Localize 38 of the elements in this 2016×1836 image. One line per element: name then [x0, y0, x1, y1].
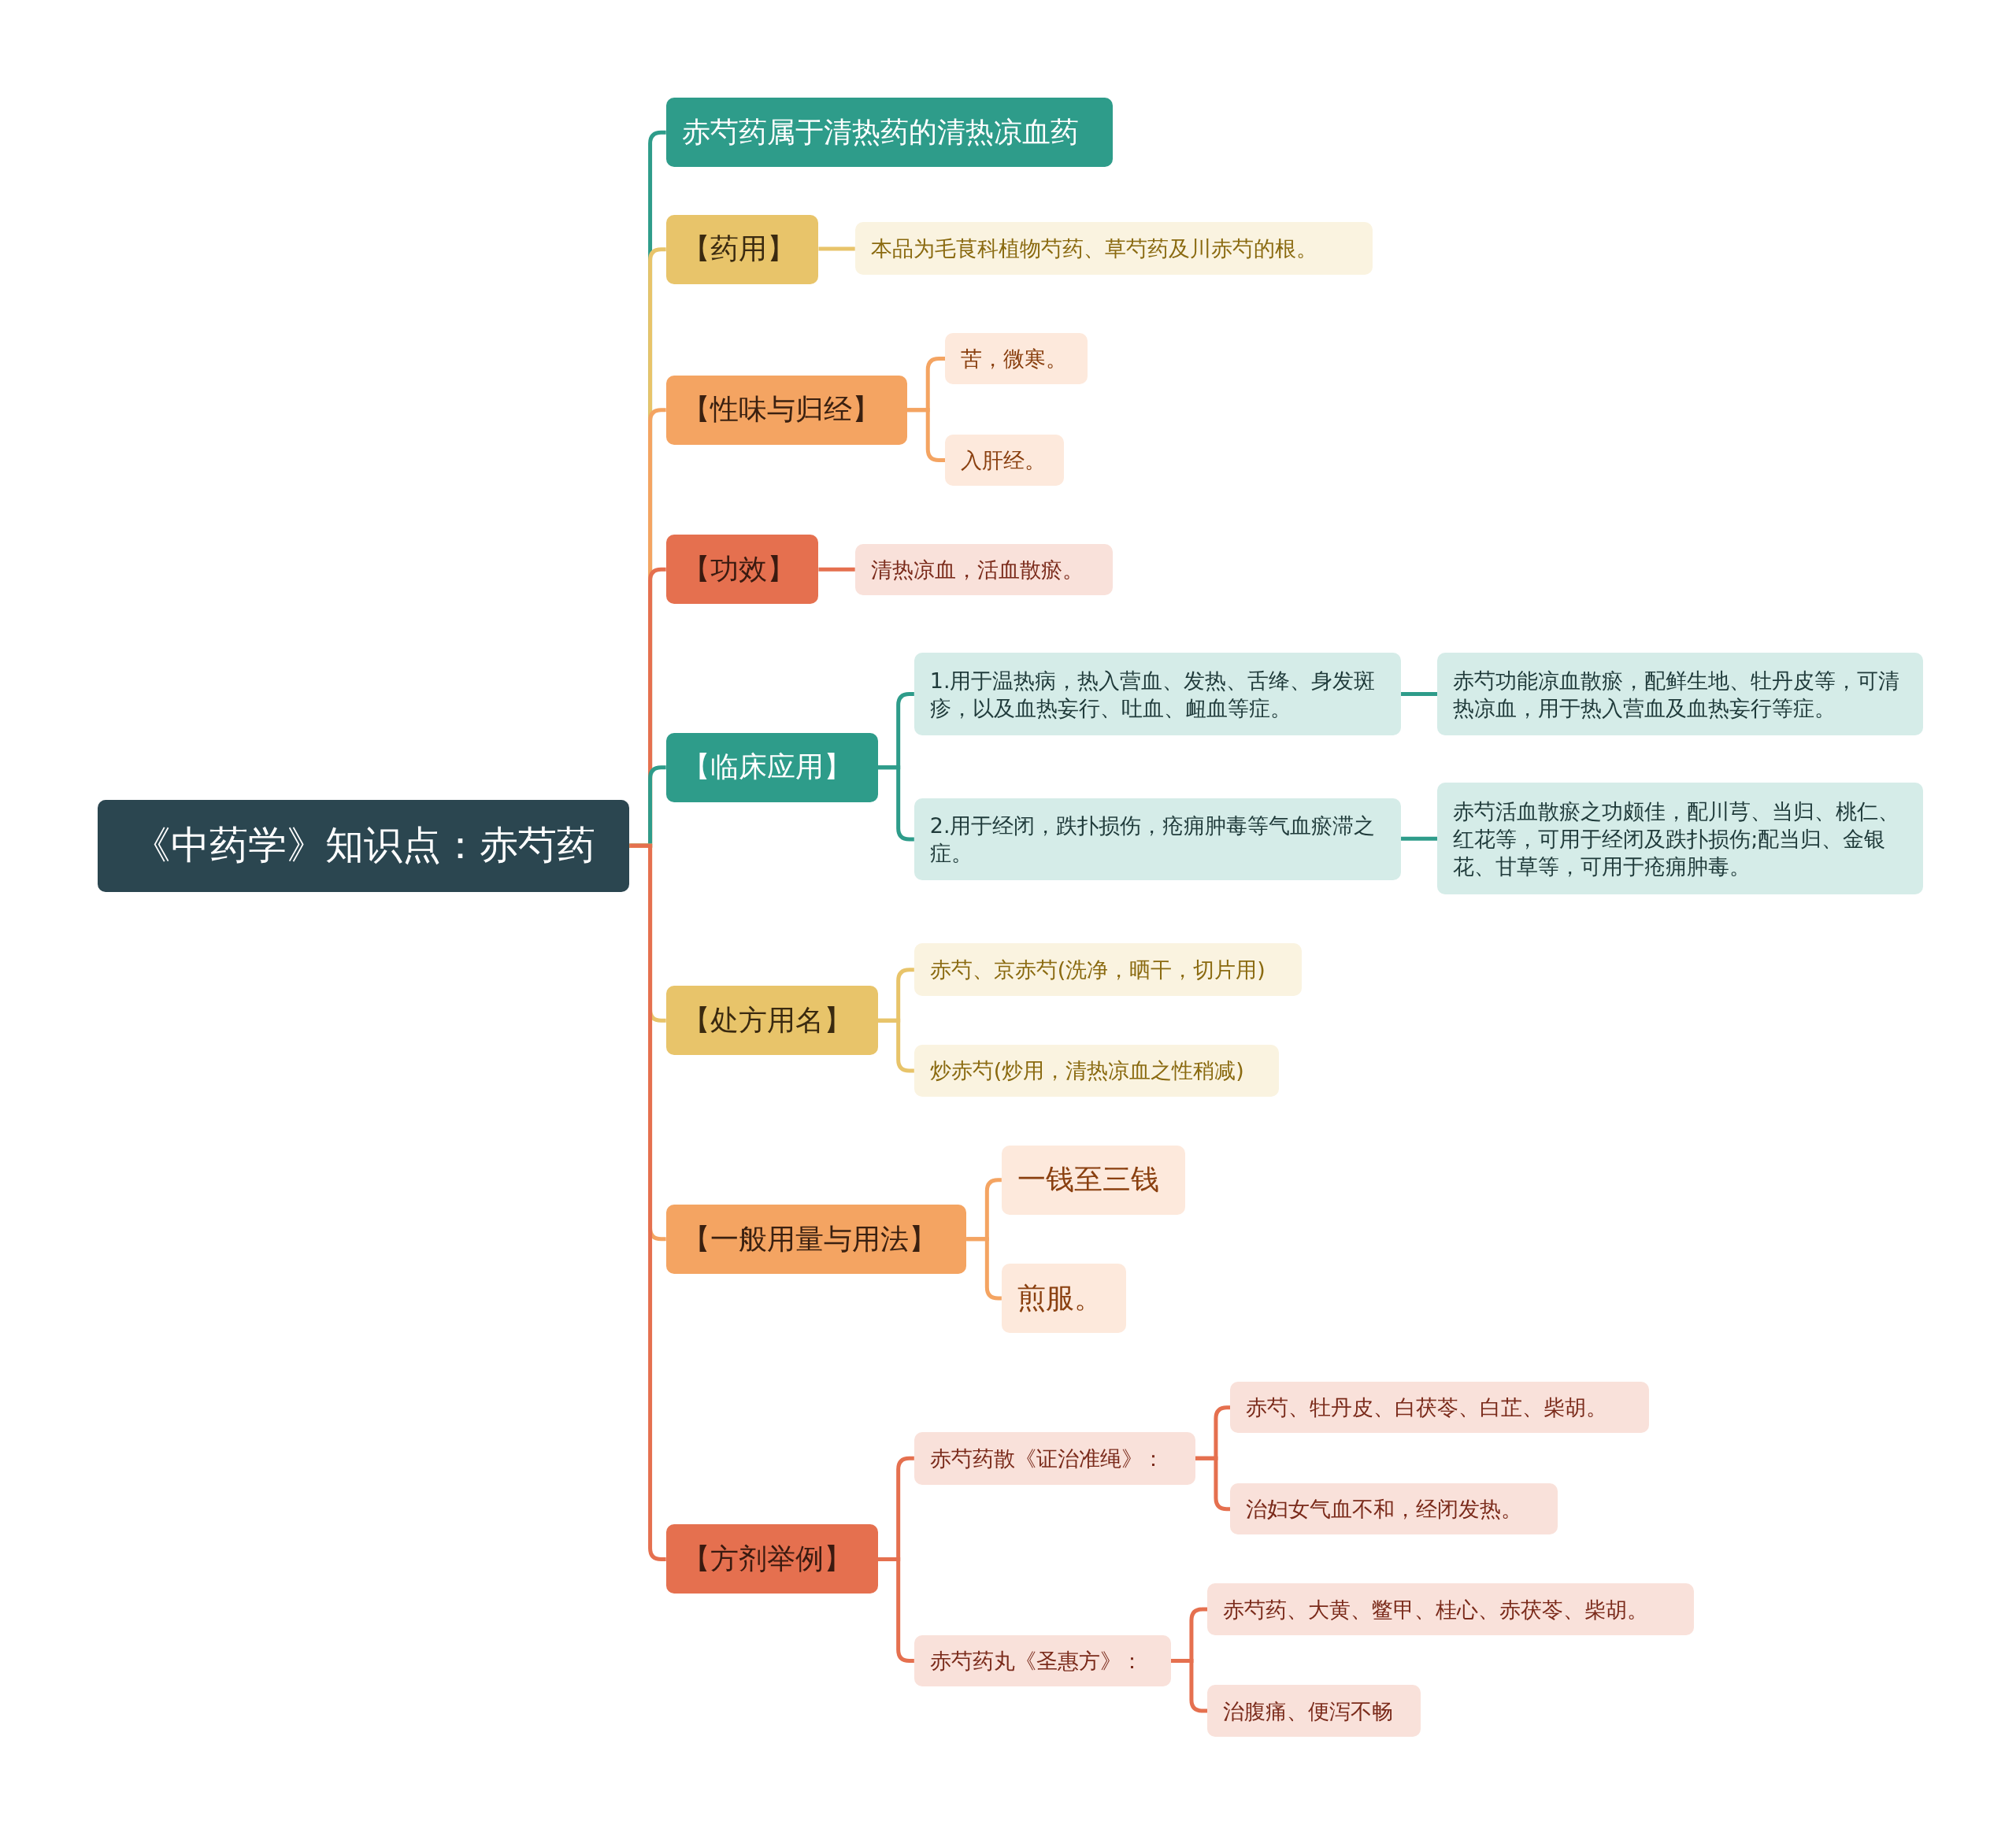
leaf-box: 煎服。	[1001, 1263, 1126, 1334]
leaf-box: 赤芍药丸《圣惠方》：	[914, 1634, 1171, 1687]
branch-box: 【临床应用】	[665, 732, 878, 802]
branch-box: 【处方用名】	[665, 986, 878, 1056]
connector-line	[877, 1018, 914, 1073]
branch-box: 【方剂举例】	[665, 1524, 878, 1594]
branch-box: 【药用】	[665, 214, 819, 284]
leaf-box: 本品为毛茛科植物芍药、草芍药及川赤芍的根。	[854, 222, 1373, 276]
branch-box: 【一般用量与用法】	[665, 1204, 967, 1274]
connector-line	[1170, 1658, 1208, 1713]
leaf-box: 清热凉血，活血散瘀。	[854, 543, 1114, 595]
connector-line	[877, 1557, 914, 1663]
root-topic-box: 《中药学》知识点：赤芍药	[98, 799, 630, 893]
branch-box: 【功效】	[665, 535, 819, 605]
leaf-box: 赤芍药、大黄、鳖甲、桂心、赤茯苓、柴胡。	[1207, 1583, 1695, 1635]
connector-line	[907, 408, 945, 462]
connector-line	[1195, 1456, 1231, 1512]
leaf-box: 赤芍功能凉血散瘀，配鲜生地、牡丹皮等，可清热凉血，用于热入营血及血热妄行等症。	[1437, 653, 1923, 735]
leaf-box: 赤芍、牡丹皮、白茯苓、白芷、柴胡。	[1230, 1382, 1650, 1434]
connector-line	[877, 765, 914, 842]
connector-line	[966, 1237, 1002, 1301]
connector-line	[1401, 836, 1438, 841]
leaf-box: 入肝经。	[945, 434, 1065, 487]
leaf-box: 赤芍活血散瘀之功颇佳，配川芎、当归、桃仁、红花等，可用于经闭及跌扑损伤;配当归、金银花、甘草等，可用于疮痈肿毒。	[1437, 783, 1923, 895]
branch-box: 【性味与归经】	[665, 375, 908, 445]
leaf-box: 治腹痛、便泻不畅	[1207, 1685, 1421, 1737]
branch-box: 赤芍药属于清热药的清热凉血药	[665, 98, 1114, 168]
connector-line	[1401, 692, 1438, 697]
leaf-box: 1.用于温热病，热入营血、发热、舌绛、身发斑疹，以及血热妄行、吐血、衄血等症。	[914, 653, 1402, 735]
connector-line	[818, 246, 855, 251]
connector-line	[818, 567, 855, 572]
leaf-box: 一钱至三钱	[1001, 1145, 1185, 1215]
leaf-box: 炒赤芍(炒用，清热凉血之性稍减)	[914, 1045, 1279, 1097]
leaf-box: 治妇女气血不和，经闭发热。	[1230, 1483, 1558, 1535]
leaf-box: 赤芍、京赤芍(洗净，晒干，切片用)	[914, 943, 1303, 997]
leaf-box: 赤芍药散《证治准绳》：	[914, 1431, 1195, 1485]
leaf-box: 苦，微寒。	[945, 332, 1088, 385]
leaf-box: 2.用于经闭，跌扑损伤，疮痈肿毒等气血瘀滞之症。	[914, 798, 1402, 881]
